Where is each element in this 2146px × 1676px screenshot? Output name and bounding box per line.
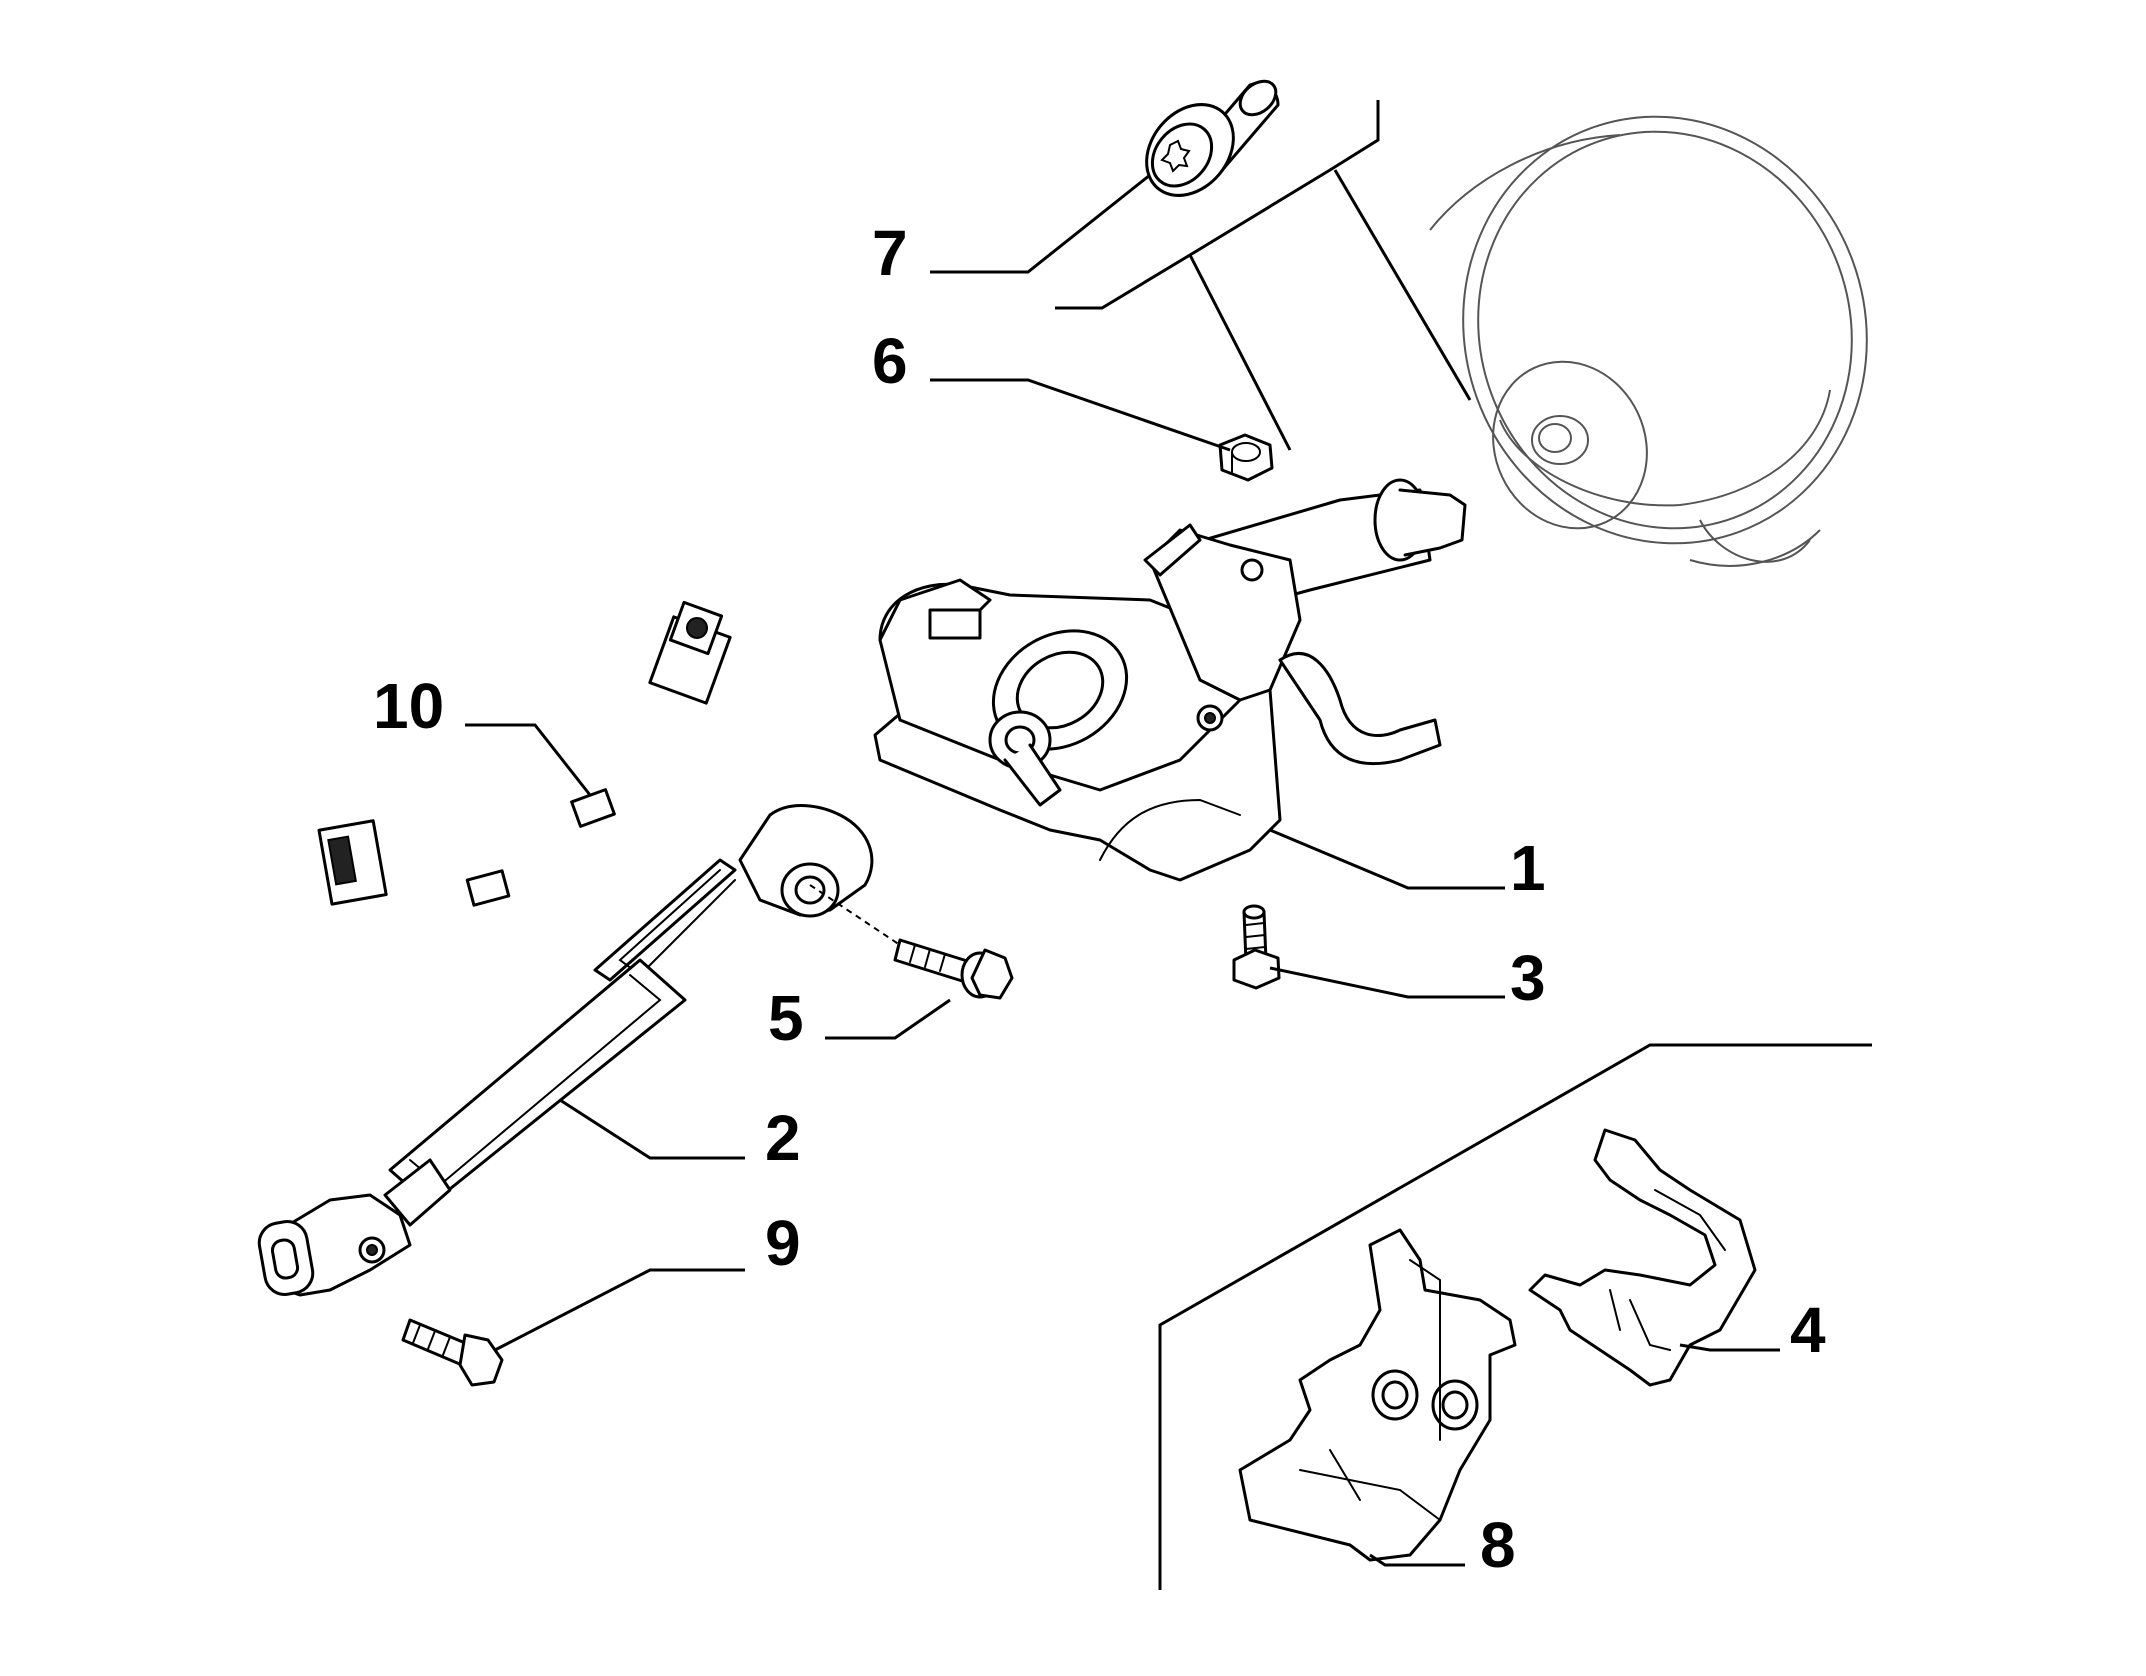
group-bracket-bottom [1158,1043,1872,1590]
callout-5: 5 [768,982,804,1054]
leader-8 [1369,1553,1465,1567]
part-8-bracket [1238,1228,1517,1562]
part-2-intermediate-shaft [257,804,874,1297]
leader-9 [494,1268,745,1352]
part-6-nut [1218,433,1274,482]
part-9-bolt [401,1318,504,1387]
leader-7 [930,173,1151,274]
leader-1 [1269,828,1505,890]
part-4-clip [1528,1128,1757,1387]
leader-5 [825,998,951,1040]
leader-6 [930,378,1231,452]
callout-7: 7 [872,217,908,289]
steering-wheel [1429,115,1868,567]
callout-1: 1 [1510,832,1546,904]
callout-4: 4 [1790,1294,1826,1366]
group-bracket-top [1055,100,1472,451]
callout-9: 9 [765,1207,801,1279]
leader-4 [1679,1343,1780,1352]
part-7-bushing [1145,79,1280,197]
callout-labels: 7 6 10 1 3 5 2 9 4 8 [373,217,1826,1581]
leader-10 [465,723,592,796]
callout-10: 10 [373,670,444,742]
callout-8: 8 [1480,1509,1516,1581]
part-5-bolt [809,884,1014,1000]
leader-2 [559,1098,745,1160]
callout-6: 6 [872,325,908,397]
part-1-steering-column [873,478,1467,882]
leader-3 [1269,966,1505,999]
callout-3: 3 [1510,942,1546,1014]
callout-2: 2 [765,1102,801,1174]
part-10-wiring-harness [311,600,732,949]
leader-lines [465,173,1780,1567]
part-3-bolt [1232,904,1281,990]
